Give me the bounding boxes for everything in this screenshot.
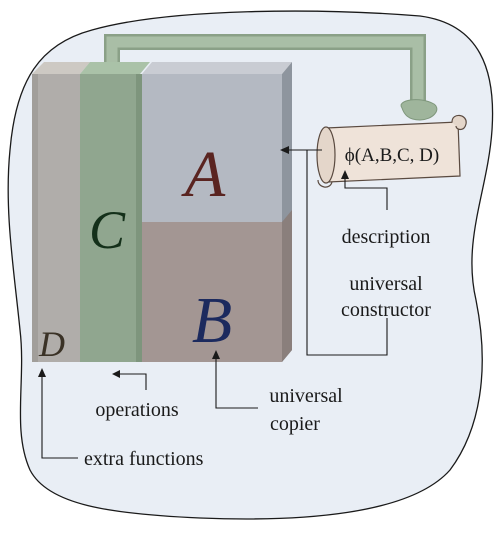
- universal-constructor-label-line1: universal: [349, 273, 423, 295]
- block-a: [142, 62, 292, 222]
- block-c-letter: C: [89, 200, 126, 260]
- description-arrow: [344, 174, 388, 210]
- universal-copier-label-line1: universal: [269, 385, 343, 407]
- tape-tube: [104, 34, 438, 121]
- extra-functions-line: [41, 372, 78, 459]
- operations-label: operations: [95, 399, 179, 421]
- block-b-letter: B: [192, 284, 232, 357]
- description-scroll: [316, 114, 467, 188]
- scroll-text: ϕ(A,B,C, D): [345, 145, 439, 166]
- universal-constructor-line: [306, 150, 388, 356]
- universal-copier-label-line2: copier: [270, 413, 320, 435]
- extra-functions-label: extra functions: [84, 448, 204, 470]
- operations-line: [114, 373, 147, 390]
- block-a-letter: A: [181, 138, 226, 211]
- block-side-face: [282, 62, 292, 362]
- block-d: [32, 62, 90, 362]
- block-d-letter: D: [38, 324, 65, 364]
- universal-constructor-label-line2: constructor: [341, 299, 431, 321]
- block-c: [80, 62, 150, 362]
- connector-lines: [38, 146, 388, 459]
- block-b: [142, 222, 282, 362]
- description-label: description: [342, 226, 431, 248]
- universal-copier-line: [215, 354, 258, 409]
